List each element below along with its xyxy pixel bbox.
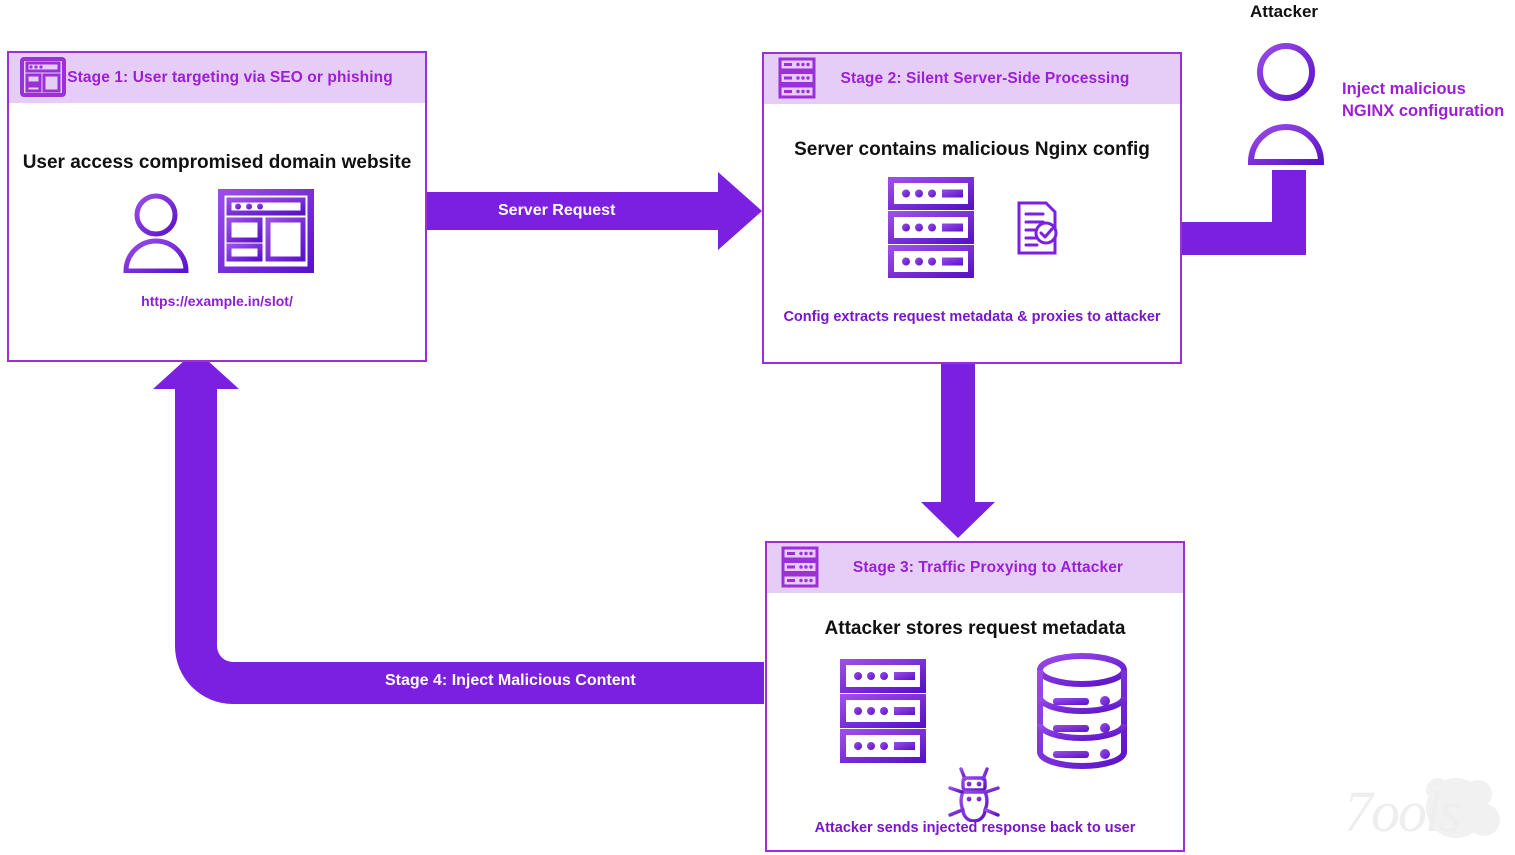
stage-2-box[interactable]: Stage 2: Silent Server-Side Processing S…	[762, 52, 1182, 364]
arrow-label-server-request-1: Server Request	[498, 202, 616, 219]
bug-icon	[943, 766, 1005, 827]
arrow-label-server-request-2: Server Request	[891, 397, 909, 515]
stage-1-url[interactable]: https://example.in/slot/	[141, 293, 293, 309]
stage-1-body: User access compromised domain website	[9, 103, 425, 360]
stage-1-box[interactable]: Stage 1: User targeting via SEO or phish…	[7, 51, 427, 362]
watermark-text: 7ools	[1344, 779, 1462, 844]
browser-window-icon	[15, 49, 71, 105]
browser-window-icon	[217, 188, 315, 278]
arrow-stage3-to-stage1	[153, 350, 764, 704]
stage-1-title: Stage 1: User targeting via SEO or phish…	[67, 69, 393, 86]
stage-2-header: Stage 2: Silent Server-Side Processing	[764, 54, 1180, 104]
arrow-label-stage4: Stage 4: Inject Malicious Content	[385, 672, 636, 689]
config-document-check-icon	[1015, 200, 1059, 261]
stage-2-title: Stage 2: Silent Server-Side Processing	[840, 70, 1130, 87]
server-rack-icon	[773, 539, 829, 595]
stage-1-icon-group	[9, 188, 425, 278]
stage-2-icon-group	[764, 176, 1180, 285]
stage-3-headline: Attacker stores request metadata	[824, 618, 1126, 639]
attacker-label: Attacker	[1250, 2, 1319, 21]
server-rack-icon	[885, 176, 977, 285]
attacker-action-label: Inject malicious NGINX configuration	[1342, 78, 1504, 123]
database-icon	[1029, 653, 1135, 774]
stage-3-body: Attacker stores request metadata	[767, 593, 1183, 850]
stage-2-body: Server contains malicious Nginx config	[764, 104, 1180, 362]
watermark: 7ools	[1338, 772, 1513, 850]
person-icon	[1247, 40, 1325, 170]
stage-3-box[interactable]: Stage 3: Traffic Proxying to Attacker At…	[765, 541, 1185, 852]
arrow-stage2-to-stage3	[921, 360, 995, 538]
stage-2-caption: Config extracts request metadata & proxi…	[783, 309, 1161, 325]
stage-3-title: Stage 3: Traffic Proxying to Attacker	[852, 559, 1124, 576]
stage-1-header: Stage 1: User targeting via SEO or phish…	[9, 53, 425, 103]
attacker-action-line2: NGINX configuration	[1342, 102, 1505, 121]
stage-3-caption: Attacker sends injected response back to…	[814, 820, 1136, 836]
user-icon	[120, 191, 192, 278]
attacker-action-line1: Inject malicious	[1342, 80, 1466, 98]
server-rack-icon	[770, 50, 826, 106]
stage-3-header: Stage 3: Traffic Proxying to Attacker	[767, 543, 1183, 593]
stage-2-headline: Server contains malicious Nginx config	[794, 139, 1150, 160]
server-rack-icon	[837, 658, 929, 770]
stage-1-headline: User access compromised domain website	[22, 152, 412, 173]
